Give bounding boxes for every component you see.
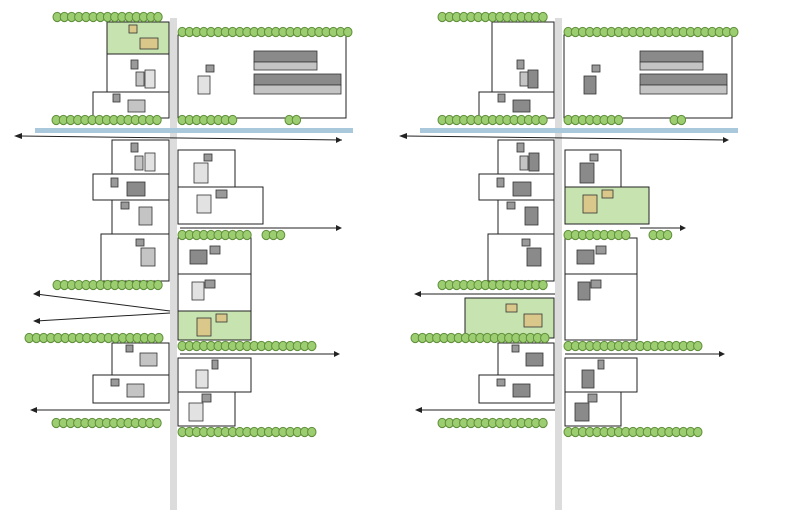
chromosome-bead <box>153 11 163 23</box>
connector-arrow <box>35 312 171 322</box>
chromosome-bead <box>227 114 238 126</box>
block-group-middle <box>414 139 686 341</box>
chromosome-bead <box>693 340 703 352</box>
gene-block <box>177 237 252 275</box>
chromosome-bead <box>662 229 673 241</box>
block-group-bottom <box>415 342 725 427</box>
chromosome-bead <box>676 114 687 126</box>
chromosome-bead <box>152 114 162 126</box>
chromosome-bead <box>291 114 302 126</box>
block-group-bottom <box>30 342 340 427</box>
gene-block <box>177 273 252 312</box>
connector-arrow <box>404 135 728 141</box>
gene-block <box>564 237 638 275</box>
connector-arrow <box>19 135 343 141</box>
chromosome-bead <box>538 279 548 291</box>
chromosome-bead <box>343 26 353 38</box>
gene-block <box>100 233 170 282</box>
chromosome-strands <box>410 11 739 438</box>
axis-spine <box>170 18 177 510</box>
gene-block <box>111 342 170 376</box>
chromosome-bead <box>613 114 624 126</box>
chromosome-bead <box>154 332 164 344</box>
section-separator <box>35 128 353 133</box>
axis-spine <box>555 18 562 510</box>
chromosome-bead <box>152 417 162 429</box>
chromosome-bead <box>621 229 631 241</box>
chromosome-bead <box>540 332 550 344</box>
chromosome-bead <box>242 229 252 241</box>
connector-arrow <box>35 293 171 312</box>
chromosome-bead <box>729 26 739 38</box>
chromosome-bead <box>538 114 548 126</box>
highlight-block <box>106 21 170 55</box>
chromosome-bead <box>538 417 548 429</box>
chromosome-bead <box>538 11 548 23</box>
chromosome-bead <box>153 279 163 291</box>
chromosome-bead <box>275 229 286 241</box>
gene-block <box>487 233 555 282</box>
block-group-middle <box>33 139 342 341</box>
section-separator <box>420 128 738 133</box>
chromosome-bead <box>693 426 703 438</box>
block-group-top <box>478 21 733 119</box>
panel-right <box>399 11 739 510</box>
highlight-block <box>177 310 252 341</box>
panel-left <box>14 11 353 510</box>
chromosome-bead <box>307 340 317 352</box>
chromosome-strands <box>24 11 353 438</box>
chromosome-bead <box>307 426 317 438</box>
block-group-top <box>92 21 347 119</box>
